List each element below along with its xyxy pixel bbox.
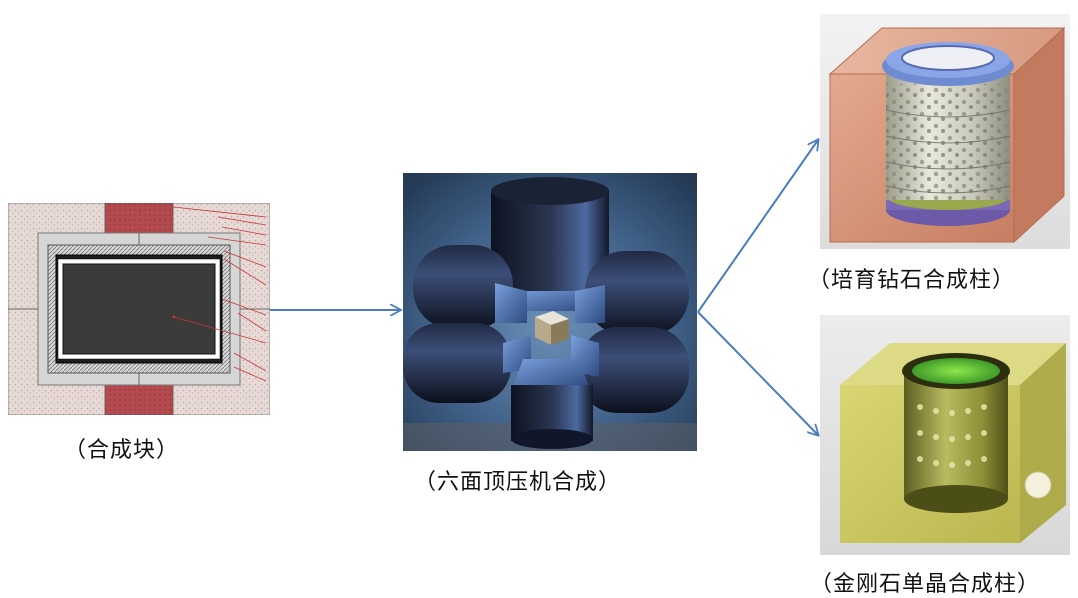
block-bottom-cap bbox=[104, 380, 174, 415]
caption-cultivated-diamond-column: （培育钻石合成柱） bbox=[808, 268, 1016, 293]
anvil-lower-right bbox=[571, 327, 689, 413]
caption-synthesis-block: （合成块） bbox=[64, 438, 180, 463]
single-crystal-column-image bbox=[820, 315, 1070, 555]
block-top-cap bbox=[104, 203, 174, 238]
anvil-bottom bbox=[511, 359, 593, 449]
anvil-left bbox=[413, 245, 527, 329]
caption-single-crystal-column: （金刚石单晶合成柱） bbox=[810, 572, 1041, 597]
arrow-press-to-cultivated bbox=[697, 140, 818, 313]
central-cube bbox=[535, 311, 569, 345]
anvil-right bbox=[575, 251, 689, 335]
cultivated-diamond-column-image bbox=[820, 14, 1070, 249]
orange-cube-side-face bbox=[1013, 26, 1065, 244]
arrow-press-to-single-crystal bbox=[697, 311, 818, 435]
block-core bbox=[62, 263, 216, 355]
block-leader-lines bbox=[172, 206, 267, 382]
small-sphere bbox=[1024, 471, 1052, 499]
synthesis-block-diagram bbox=[8, 203, 270, 415]
caption-cubic-press: （六面顶压机合成） bbox=[414, 470, 622, 495]
cubic-press-image bbox=[403, 173, 697, 451]
